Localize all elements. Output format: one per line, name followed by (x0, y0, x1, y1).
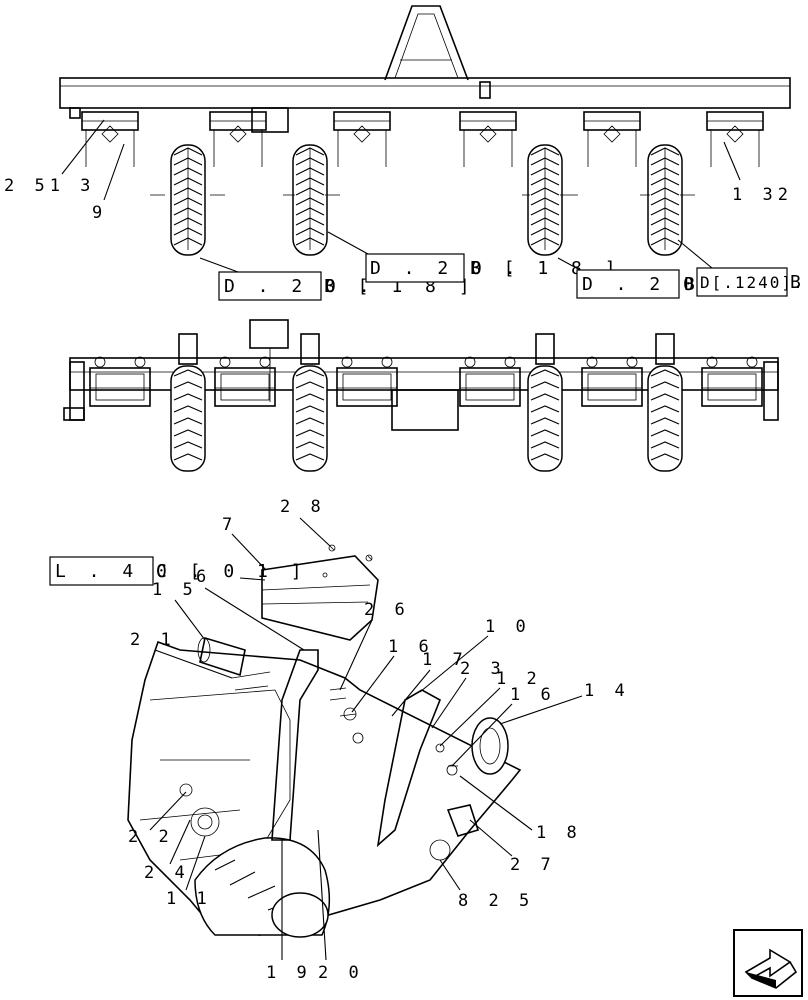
callout-27: 2 7 (510, 855, 556, 875)
svg-text:L . 4 0 .: L . 4 0 . (55, 561, 207, 582)
top-view: 2 51 3 9 1 32 5 D . 2 0 . B [ 1 8 ] D . … (4, 5, 808, 301)
ref-box-4: D[.1240]. B (677, 239, 807, 297)
front-wheel-1 (170, 333, 206, 472)
callout-7: 7 (222, 515, 237, 535)
callout-17: 1 7 (422, 650, 468, 670)
callout-1325: 1 32 5 (732, 185, 808, 205)
callout-22: 2 2 (128, 827, 174, 847)
callout-24: 2 4 (144, 863, 190, 883)
callout-14: 1 4 (584, 681, 630, 701)
callout-15: 1 5 (152, 580, 198, 600)
callout-16a: 1 6 (388, 637, 434, 657)
callout-10: 1 0 (485, 617, 531, 637)
callout-2513: 2 51 3 (4, 176, 95, 196)
callout-21: 2 1 (130, 630, 176, 650)
svg-text:D . 2 0 .: D . 2 0 . (370, 258, 522, 279)
callout-19: 1 9 (266, 963, 312, 983)
svg-text:D[.1240].: D[.1240]. (700, 273, 805, 292)
svg-text:D . 2 0 .: D . 2 0 . (224, 276, 376, 297)
ref-box-2: D . 2 0 . B [ 1 8 ] (327, 231, 616, 283)
callout-26: 2 6 (364, 600, 410, 620)
gauge-wheel-3 (527, 144, 563, 256)
callout-18: 1 8 (536, 823, 582, 843)
callout-6: 6 (196, 567, 211, 587)
svg-text:B: B (684, 274, 701, 295)
front-wheel-2 (292, 333, 328, 472)
svg-text:C [ 0 1 ]: C [ 0 1 ] (156, 561, 308, 582)
callout-12: 1 2 (496, 669, 542, 689)
svg-text:D . 2 0 .: D . 2 0 . (582, 274, 734, 295)
callout-825: 8 2 5 (458, 891, 534, 911)
gauge-wheel-2 (292, 144, 328, 256)
mounting-bracket (271, 649, 319, 841)
callout-9: 9 (92, 203, 107, 223)
ref-box-L40: L . 4 0 . C [ 0 1 ] (49, 556, 308, 586)
callout-16b: 1 6 (510, 685, 556, 705)
callout-20: 2 0 (318, 963, 364, 983)
hitch-tongue (384, 5, 469, 81)
front-wheel-3 (527, 333, 563, 472)
svg-text:B: B (790, 272, 807, 293)
detail-view: L . 4 0 . C [ 0 1 ] 2 8 7 6 1 5 2 6 1 0 … (49, 497, 630, 983)
callout-11: 1 1 (166, 889, 212, 909)
gauge-wheel-1 (170, 144, 206, 256)
callout-28: 2 8 (280, 497, 326, 517)
toolbar-beam (59, 77, 791, 109)
front-view (63, 319, 779, 472)
next-page-arrow-icon[interactable] (733, 929, 803, 997)
callout-23: 2 3 (460, 659, 506, 679)
front-wheel-4 (647, 333, 683, 472)
row-unit-frame (127, 640, 522, 936)
ref-box-3: D . 2 0 . B (557, 257, 734, 299)
gauge-wheel-4 (647, 144, 683, 256)
